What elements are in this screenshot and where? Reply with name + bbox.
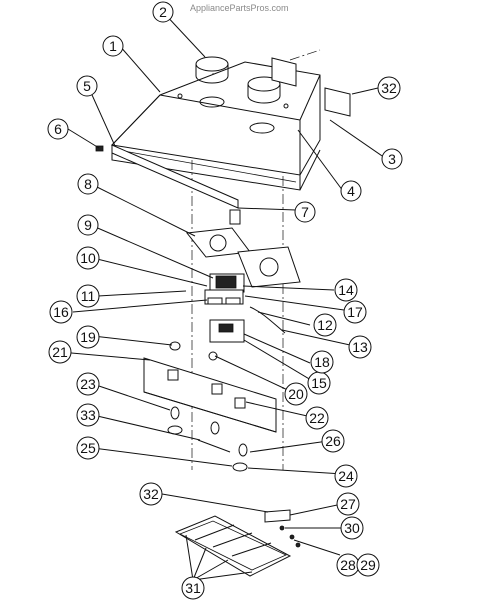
callout-8: 8 [77,173,99,195]
callout-label: 12 [317,317,333,333]
callout-19: 19 [76,325,100,349]
callout-label: 16 [53,304,69,320]
callout-label: 32 [143,486,159,502]
mounting-plates [186,227,301,288]
bottom-panel [143,357,277,433]
callout-20: 20 [284,382,308,406]
bracket-7 [229,209,241,225]
callout-label: 28 [340,557,356,573]
callout-label: 14 [338,282,354,298]
callout-label: 18 [314,354,330,370]
callout-label: 1 [109,38,117,54]
back-plate-top [271,57,351,117]
callout-label: 13 [352,339,368,355]
callout-32-top: 32 [377,76,401,100]
callout-18: 18 [310,350,334,374]
callout-label: 27 [340,496,356,512]
callout-26: 26 [321,429,345,453]
callout-22: 22 [305,406,329,430]
callout-10: 10 [76,246,100,270]
callout-label: 32 [381,80,397,96]
callout-5: 5 [76,75,98,97]
callout-label: 6 [54,121,62,137]
lower-module [169,319,245,361]
callout-4: 4 [340,180,362,202]
leader-lines [59,11,389,581]
callout-label: 19 [80,329,96,345]
callout-17: 17 [343,300,367,324]
callout-30: 30 [340,516,364,540]
callout-24: 24 [334,464,358,488]
callout-label: 20 [288,386,304,402]
blower-assembly [204,273,245,305]
callout-label: 21 [52,344,68,360]
callout-label: 3 [388,151,396,167]
callout-label: 30 [344,520,360,536]
callout-9: 9 [77,214,99,236]
callout-label: 23 [80,376,96,392]
callout-label: 2 [159,4,167,20]
callout-label: 29 [360,557,376,573]
callout-label: 7 [301,204,309,220]
callout-label: 24 [338,468,354,484]
callout-label: 15 [311,375,327,391]
callout-32-bottom: 32 [139,482,163,506]
callout-23: 23 [76,372,100,396]
callout-6: 6 [47,118,69,140]
filters [174,515,292,577]
callout-label: 31 [185,580,201,596]
callout-13: 13 [348,335,372,359]
callout-21: 21 [48,340,72,364]
callout-label: 10 [80,250,96,266]
callout-label: 8 [84,176,92,192]
callout-1: 1 [102,35,124,57]
callout-15: 15 [307,371,331,395]
callout-33: 33 [76,403,100,427]
callout-25: 25 [76,436,100,460]
callout-label: 11 [81,288,96,304]
callout-label: 5 [83,78,91,94]
callout-2: 2 [152,1,174,23]
callout-label: 33 [80,407,96,423]
callout-28: 28 [336,553,360,577]
callout-29: 29 [356,553,380,577]
callout-11: 11 [76,284,100,308]
callout-label: 17 [347,304,363,320]
watermark: AppliancePartsPros.com [190,3,289,13]
wire-harness [249,306,286,334]
callout-31: 31 [181,576,205,600]
callout-7: 7 [294,201,316,223]
callout-label: 9 [84,217,92,233]
callout-16: 16 [49,300,73,324]
callout-label: 26 [325,433,341,449]
callout-3: 3 [381,148,403,170]
callout-14: 14 [334,278,358,302]
lamp-bulbs [170,406,248,457]
callout-12: 12 [313,313,337,337]
callout-27: 27 [336,492,360,516]
callout-label: 4 [347,183,355,199]
callout-label: 22 [309,410,325,426]
socket-parts [167,425,248,472]
grease-cup [264,509,301,548]
callout-label: 25 [80,440,96,456]
